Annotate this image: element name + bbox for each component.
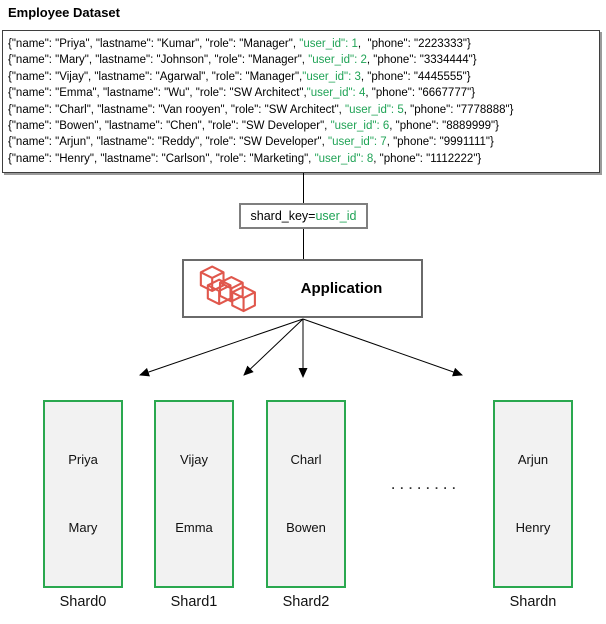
shard-label: Shard0: [59, 594, 107, 610]
application-label: Application: [300, 280, 383, 297]
user-id-highlight: "user_id": 4: [306, 87, 366, 100]
shard-name: Henry: [515, 520, 551, 535]
arrow-to-shard0: [139, 318, 304, 377]
shard-key-label: shard_key=: [250, 209, 316, 223]
ellipsis-dots: . . . . . . . .: [391, 478, 457, 492]
dataset-box: {"name": "Priya", "lastname": "Kumar", "…: [2, 30, 600, 173]
shard-box-shardn: Arjun Henry: [493, 400, 573, 588]
user-id-highlight: "user_id": 3: [302, 70, 361, 83]
shard-name: Arjun: [517, 452, 549, 467]
fanout-arrows: [139, 318, 463, 378]
shard-group-shard1: Vijay Emma Shard1: [154, 400, 234, 615]
shard-name: Priya: [68, 452, 98, 467]
user-id-highlight: "user_id": 1: [299, 38, 358, 50]
arrow-to-shard1: [243, 318, 304, 376]
connector-line-bottom: [303, 229, 304, 259]
user-id-highlight: "user_id": 8: [314, 152, 374, 165]
dataset-record: {"name": "Mary", "lastname": "Johnson", …: [8, 54, 477, 67]
shard-key-box: shard_key=user_id: [239, 203, 368, 229]
shard-box-shard2: Charl Bowen: [266, 400, 346, 588]
shard-group-shard0: Priya Mary Shard0: [43, 400, 123, 615]
dataset-record: {"name": "Vijay", "lastname": "Agarwal",…: [8, 70, 471, 83]
dataset-record: {"name": "Arjun", "lastname": "Reddy", "…: [8, 136, 494, 149]
shard-name: Mary: [68, 520, 98, 535]
shard-label: Shard2: [282, 594, 330, 610]
page-title: Employee Dataset: [8, 5, 120, 20]
shard-label: Shardn: [509, 594, 557, 610]
shard-box-shard0: Priya Mary: [43, 400, 123, 588]
dataset-record: {"name": "Priya", "lastname": "Kumar", "…: [8, 38, 471, 50]
shard-name: Bowen: [286, 520, 326, 535]
dataset-record: {"name": "Charl", "lastname": "Van rooye…: [8, 103, 514, 116]
dataset-record: {"name": "Emma", "lastname": "Wu", "role…: [8, 87, 476, 100]
shard-name: Emma: [175, 520, 213, 535]
user-id-highlight: "user_id": 2: [308, 54, 367, 67]
dataset-record: {"name": "Bowen", "lastname": "Chen", "r…: [8, 120, 499, 133]
shard-group-shardn: Arjun Henry Shardn: [493, 400, 573, 615]
shard-name: Charl: [290, 452, 322, 467]
connector-line-top: [303, 173, 304, 203]
user-id-highlight: "user_id": 7: [328, 136, 387, 149]
application-box: Application: [182, 259, 423, 318]
shard-group-shard2: Charl Bowen Shard2: [266, 400, 346, 615]
arrow-to-shardn: [302, 318, 463, 377]
application-cubes-icon: [199, 265, 256, 313]
shard-key-value: user_id: [315, 209, 357, 223]
shard-box-shard1: Vijay Emma: [154, 400, 234, 588]
shard-name: Vijay: [180, 452, 208, 467]
shard-label: Shard1: [170, 594, 218, 610]
user-id-highlight: "user_id": 6: [330, 120, 390, 133]
user-id-highlight: "user_id": 5: [345, 103, 404, 116]
dataset-record: {"name": "Henry", "lastname": "Carlson",…: [8, 152, 482, 165]
